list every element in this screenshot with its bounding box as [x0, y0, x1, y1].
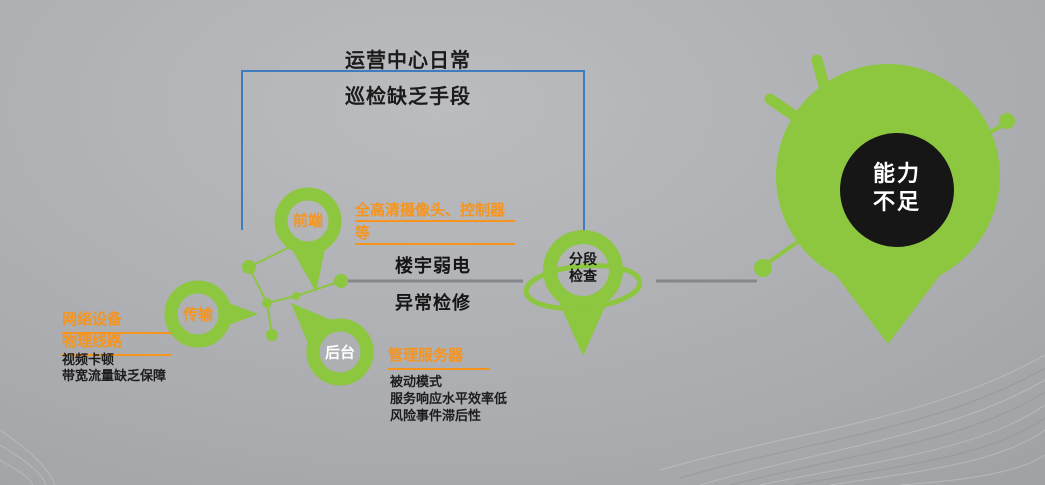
transmission-device-note-2: 物理线路: [62, 330, 172, 356]
backend-issue-note-1: 被动模式: [390, 375, 443, 390]
result-pin-label-line1: 能力: [872, 162, 922, 187]
molecule-node-dots: [242, 242, 348, 341]
result-pin-label-line2: 不足: [872, 190, 922, 215]
result-pin-link-top-right: [970, 113, 1015, 145]
backend-device-note: 管理服务器: [388, 344, 490, 370]
backend-pin-label: 后台: [324, 343, 356, 362]
backend-issue-note-2: 服务响应水平效率低: [390, 392, 508, 407]
segment-pin-label-line1: 分段: [569, 252, 597, 268]
callout-title-line2: 巡检缺乏手段: [345, 84, 471, 108]
connector-node-dot: [999, 113, 1015, 129]
front-pin-label: 前端: [292, 211, 324, 230]
callout-bracket-left-line: [241, 70, 243, 230]
middle-label-line2: 异常检修: [395, 293, 471, 314]
result-pin-link-left: [754, 239, 801, 277]
backend-issue-note-3: 风险事件滞后性: [390, 409, 482, 424]
segment-pin-label-line2: 检查: [569, 269, 597, 285]
callout-bracket-top-line: [241, 70, 585, 72]
sparkle-dash-icon: [764, 54, 831, 125]
corner-curves-dark: [679, 367, 1045, 485]
molecule-links: [248, 245, 342, 336]
result-pin-label: 能力 不足: [873, 161, 921, 217]
front-device-note: 全高清摄像头、控制器等: [355, 199, 515, 245]
segment-pin-label: 分段 检查: [569, 252, 597, 286]
transmission-issue-note-1: 视频卡顿: [62, 353, 115, 368]
connector-node-dot: [754, 259, 772, 277]
callout-bracket-right-line: [583, 70, 585, 233]
transmission-issue-note-2: 带宽流量缺乏保障: [62, 369, 167, 384]
callout-title-line1: 运营中心日常: [345, 48, 471, 72]
transmission-device-note-1: 网络设备: [62, 308, 172, 334]
middle-label-line1: 楼宇弱电: [395, 256, 471, 277]
transmission-pin-label: 传输: [182, 305, 214, 324]
